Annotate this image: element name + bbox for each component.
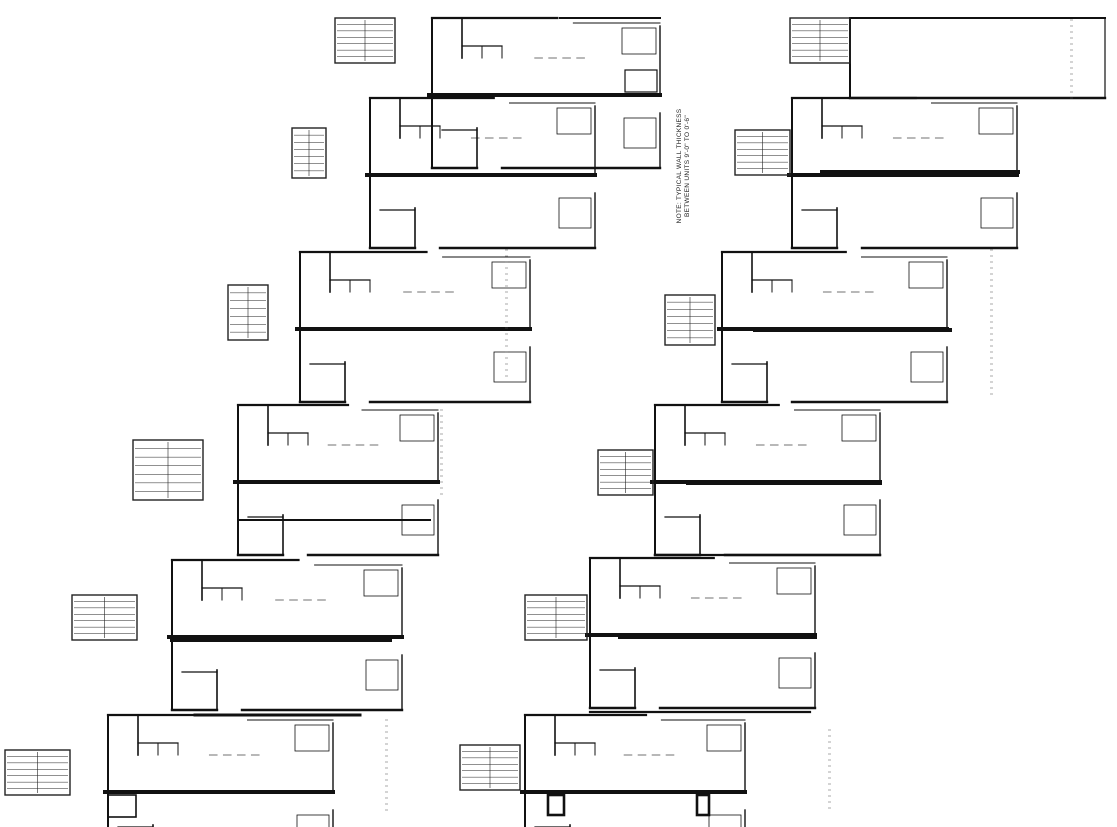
left-unit-4-upper-bath <box>399 414 435 442</box>
stair-10 <box>597 449 654 496</box>
right-bottom-box-2 <box>695 793 711 817</box>
right-unit-4-lower-bath <box>778 657 812 689</box>
stair-4 <box>132 439 204 501</box>
left-unit-5-lower-bath <box>365 659 399 691</box>
left-top-box <box>624 69 658 93</box>
stair-12 <box>459 744 521 791</box>
stair-9 <box>664 294 716 346</box>
left-unit-1-lower-bath <box>623 117 657 149</box>
right-bottom-box <box>546 793 566 817</box>
right-unit-1-lower-bath <box>980 197 1014 229</box>
right-unit-3-upper-bath <box>841 414 877 442</box>
left-unit-2-lower-bath <box>558 197 592 229</box>
right-unit-5-lower-bath <box>708 814 742 827</box>
wall-note: NOTE: TYPICAL WALL THICKNESS BETWEEN UNI… <box>676 92 700 240</box>
stair-7 <box>789 17 851 64</box>
right-unit-5-upper-bath <box>706 724 742 752</box>
wall-note-line-2: BETWEEN UNITS 9'-0" TO 0'-6" <box>684 115 691 217</box>
right-unit-2-lower-bath <box>910 351 944 383</box>
stair-1 <box>334 17 396 64</box>
left-bottom-box <box>107 794 137 818</box>
left-unit-2-upper-bath <box>556 107 592 135</box>
stair-group <box>4 17 851 796</box>
left-unit-5-upper-bath <box>363 569 399 597</box>
right-wing <box>520 17 1107 827</box>
stair-11 <box>524 594 588 641</box>
left-unit-3-lower-bath <box>493 351 527 383</box>
left-unit-3-upper-bath <box>491 261 527 289</box>
stair-3 <box>227 284 269 341</box>
right-unit-3-lower-bath <box>843 504 877 536</box>
stair-5 <box>71 594 138 641</box>
left-unit-6-upper-bath <box>294 724 330 752</box>
right-unit-2-upper-bath <box>908 261 944 289</box>
stair-2 <box>291 127 327 179</box>
stair-8 <box>734 129 791 176</box>
left-unit-1-upper-bath <box>621 27 657 55</box>
right-unit-1-upper-bath <box>978 107 1014 135</box>
wall-note-line-1: NOTE: TYPICAL WALL THICKNESS <box>676 108 683 224</box>
left-unit-6-lower-bath <box>296 814 330 827</box>
right-unit-4-upper-bath <box>776 567 812 595</box>
stair-6 <box>4 749 71 796</box>
left-wing <box>103 16 662 827</box>
dimension-ticks <box>385 19 1073 811</box>
